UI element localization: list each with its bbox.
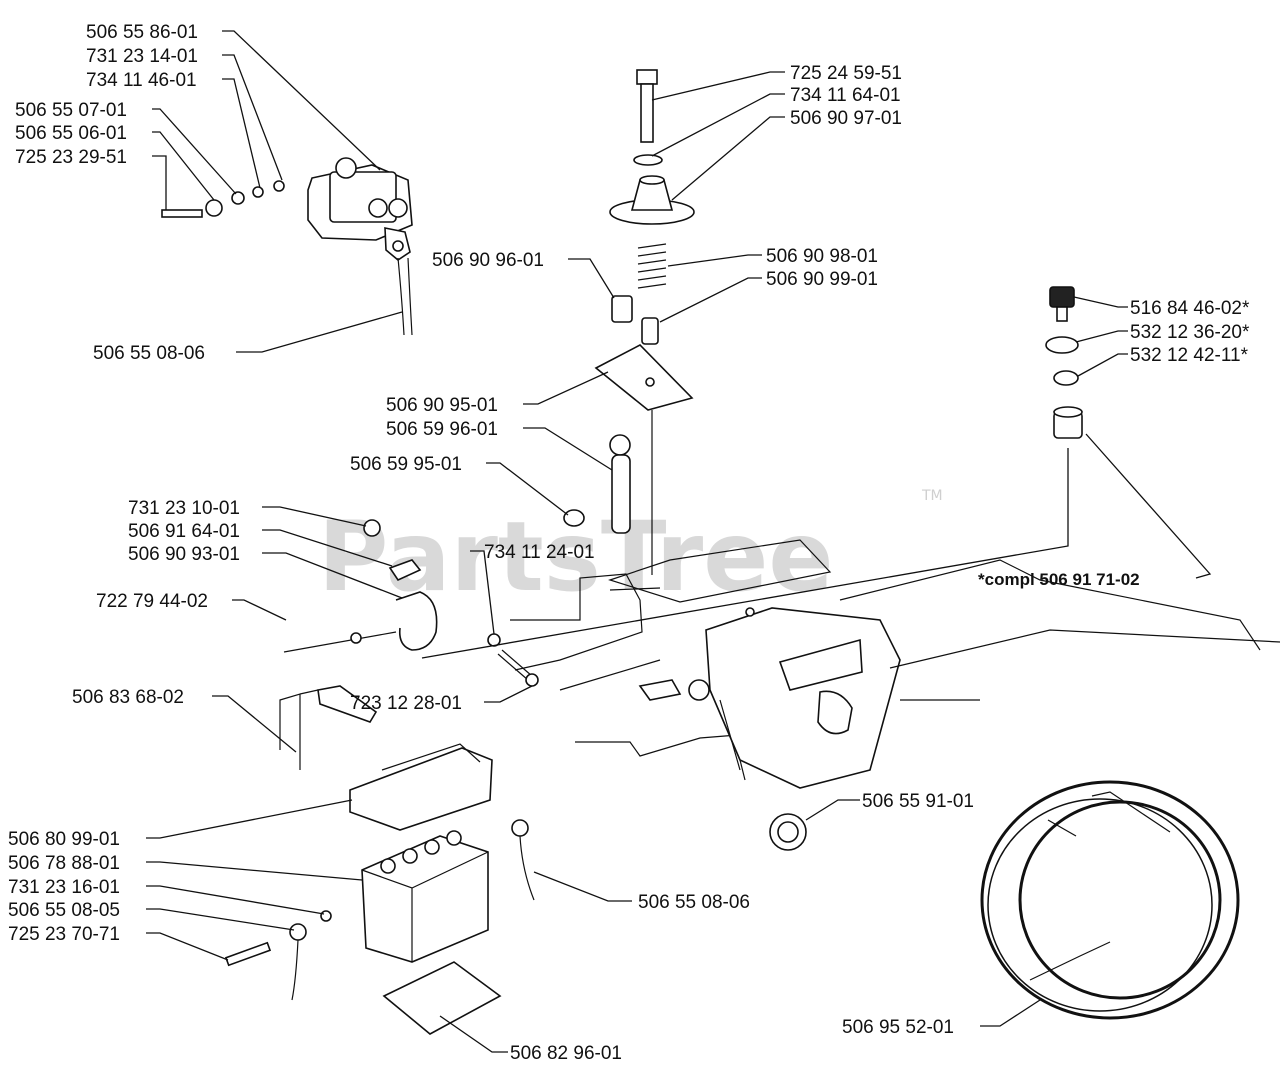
solenoid-drawing xyxy=(161,157,413,336)
part-label-731-23-16-01: 731 23 16-01 xyxy=(8,877,120,898)
part-label-734-11-46-01: 734 11 46-01 xyxy=(86,70,197,91)
part-label-725-23-70-71: 725 23 70-71 xyxy=(8,924,120,945)
part-label-532-12-42-11: 532 12 42-11* xyxy=(1130,345,1249,366)
part-label-506-59-96-01: 506 59 96-01 xyxy=(386,419,498,440)
part-label-compl-506-91-71-02: *compl 506 91 71-02 xyxy=(978,570,1140,589)
watermark-tm: TM xyxy=(921,488,943,504)
part-label-722-79-44-02: 722 79 44-02 xyxy=(96,591,208,612)
part-label-506-90-95-01: 506 90 95-01 xyxy=(386,395,498,416)
part-label-725-24-59-51: 725 24 59-51 xyxy=(790,63,902,84)
part-labels: 506 55 86-01 731 23 14-01 734 11 46-01 5… xyxy=(8,22,1250,1064)
part-label-532-12-36-20: 532 12 36-20* xyxy=(1130,322,1250,343)
part-label-506-90-96-01: 506 90 96-01 xyxy=(432,250,544,271)
left-hardware-drawing xyxy=(283,519,539,687)
part-label-506-90-97-01: 506 90 97-01 xyxy=(790,108,902,129)
part-label-506-80-99-01: 506 80 99-01 xyxy=(8,829,120,850)
part-label-723-12-28-01: 723 12 28-01 xyxy=(350,693,462,714)
grommet-drawing xyxy=(769,813,807,851)
part-label-506-95-52-01: 506 95 52-01 xyxy=(842,1017,954,1038)
part-label-506-55-08-06-top: 506 55 08-06 xyxy=(93,343,205,364)
part-label-506-90-99-01: 506 90 99-01 xyxy=(766,269,878,290)
key-switch-drawing xyxy=(1045,286,1083,439)
chassis-drawing xyxy=(510,539,1280,789)
part-label-506-83-68-02: 506 83 68-02 xyxy=(72,687,184,708)
part-label-506-82-96-01: 506 82 96-01 xyxy=(510,1043,622,1064)
part-label-506-78-88-01: 506 78 88-01 xyxy=(8,853,120,874)
part-label-506-55-86-01: 506 55 86-01 xyxy=(86,22,198,43)
part-label-506-55-08-05: 506 55 08-05 xyxy=(8,900,120,921)
part-label-506-90-93-01: 506 90 93-01 xyxy=(128,544,240,565)
battery-drawing xyxy=(224,685,535,1035)
part-label-734-11-24-01: 734 11 24-01 xyxy=(484,542,595,563)
part-label-506-59-95-01: 506 59 95-01 xyxy=(350,454,462,475)
wire-harness-drawing xyxy=(980,780,1240,1020)
part-label-731-23-10-01: 731 23 10-01 xyxy=(128,498,240,519)
part-label-725-23-29-51: 725 23 29-51 xyxy=(15,147,127,168)
part-label-506-90-98-01: 506 90 98-01 xyxy=(766,246,878,267)
leader-lines xyxy=(146,30,1212,1053)
part-label-506-55-08-06-bottom: 506 55 08-06 xyxy=(638,892,750,913)
column-drawing xyxy=(563,69,695,575)
part-label-734-11-64-01: 734 11 64-01 xyxy=(790,85,901,106)
part-label-516-84-46-02: 516 84 46-02* xyxy=(1130,298,1250,319)
part-label-506-91-64-01: 506 91 64-01 xyxy=(128,521,240,542)
part-label-506-55-91-01: 506 55 91-01 xyxy=(862,791,974,812)
part-label-731-23-14-01: 731 23 14-01 xyxy=(86,46,198,67)
part-label-506-55-06-01: 506 55 06-01 xyxy=(15,123,127,144)
part-label-506-55-07-01: 506 55 07-01 xyxy=(15,100,127,121)
